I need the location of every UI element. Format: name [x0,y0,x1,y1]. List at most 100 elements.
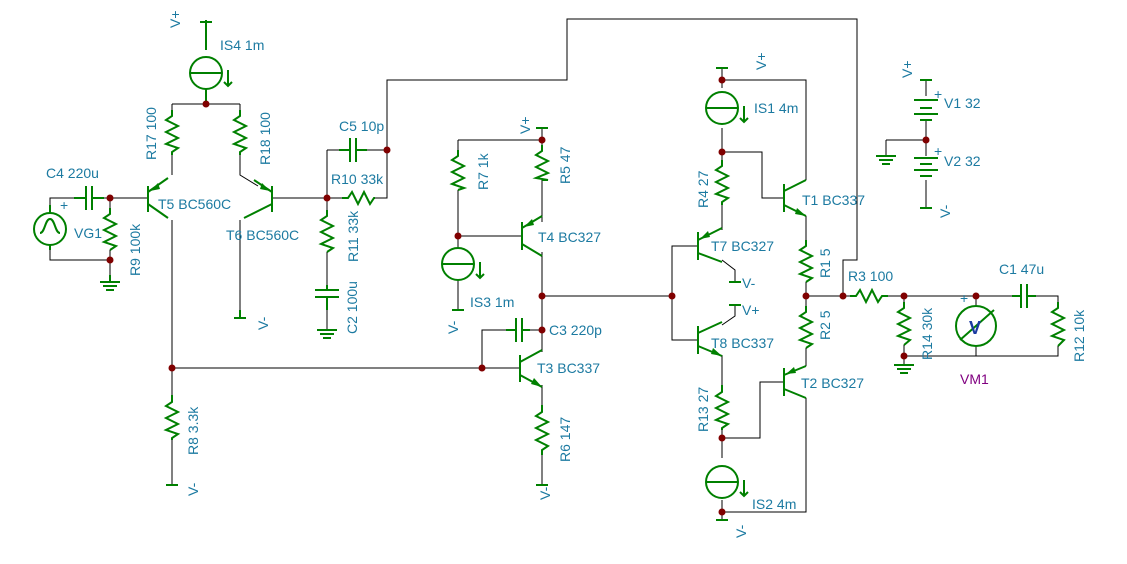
label-r12: R12 10k [1071,309,1087,362]
label-t6: T6 BC560C [226,227,299,243]
voltmeter-symbol: V [969,318,981,338]
label-v2-rail: V- [937,204,953,218]
ground-r14 [894,364,914,374]
label-r7: R7 1k [475,152,491,190]
label-v1: V1 32 [944,95,981,111]
label-v2: V2 32 [944,153,981,169]
label-is4-rail: V+ [167,10,183,28]
resistor-r11 [318,210,336,253]
junctions [106,76,980,516]
resistor-r13 [713,385,731,430]
labels: V+ IS4 1m R17 100 R18 100 C4 220u VG1 + … [46,10,1087,538]
label-c1: C1 47u [999,261,1044,277]
resistor-r4 [713,160,731,205]
battery-v1 [914,79,938,121]
current-source-is3 [441,247,485,311]
voltmeter-vm1: V [955,305,997,347]
resistor-r10 [342,189,375,207]
label-r5-rail: V+ [517,116,533,134]
label-r2: R2 5 [817,310,833,340]
label-t8-rail: V+ [742,302,760,318]
label-is1: IS1 4m [754,100,798,116]
transistor-t2 [783,365,807,399]
resistor-r5 [532,145,551,181]
label-v1-rail: V+ [899,60,915,78]
label-r18: R18 100 [257,112,273,165]
label-c2: C2 100u [344,281,360,334]
capacitor-c3 [506,318,530,342]
resistor-r8 [163,395,181,440]
label-v1-plus: + [934,86,942,102]
label-vm1-plus: + [960,290,968,306]
ground-supply [876,155,896,165]
label-r8-rail: V- [185,482,201,496]
label-is2-rail: V- [733,524,749,538]
resistor-r1 [797,240,815,283]
label-vm1: VM1 [960,371,989,387]
transistor-t8 [697,304,741,357]
resistor-r12 [1049,302,1067,347]
signal-generator-vg1 [33,205,67,250]
transistor-t6 [243,179,273,219]
label-t3: T3 BC337 [537,360,600,376]
label-r1: R1 5 [817,248,833,278]
components: V [33,20,1067,521]
label-is1-rail: V+ [753,52,769,70]
resistor-r6 [533,405,551,455]
label-r4: R4 27 [695,170,711,208]
resistor-r7 [449,150,468,191]
transistor-t5 [147,177,169,219]
label-t7: T7 BC327 [711,238,774,254]
ground-r9 [100,275,120,291]
label-r11: R11 33k [345,210,361,262]
resistor-r9 [101,208,119,251]
label-vg1: VG1 [74,225,102,241]
label-vg1-plus: + [60,197,68,213]
label-r8: R8 3.3k [185,406,201,455]
label-c4: C4 220u [46,165,99,181]
label-r13: R13 27 [695,387,711,432]
label-c5: C5 10p [339,118,384,134]
ground-c2 [317,329,337,339]
current-source-is2 [705,465,749,521]
transistor-t7 [697,227,741,283]
capacitor-c1 [1012,284,1036,308]
label-r6: R6 147 [557,417,573,462]
resistor-r3 [850,287,888,305]
label-r14: R14 30k [919,307,935,360]
transistor-t1 [783,179,807,217]
current-source-is1 [705,67,749,125]
label-r3: R3 100 [848,268,893,284]
capacitor-c2 [315,285,339,310]
label-r10: R10 33k [331,171,384,187]
wires [49,18,1059,520]
resistor-r17 [163,110,181,155]
capacitor-c4 [74,186,104,210]
label-r5: R5 47 [557,146,573,184]
transistor-t3 [519,349,543,388]
label-t1: T1 BC337 [802,192,865,208]
label-is2: IS2 4m [752,496,796,512]
label-t8: T8 BC337 [711,335,774,351]
resistor-r18 [231,110,249,155]
battery-v2 [914,157,938,209]
resistor-r14 [895,302,913,346]
label-t4: T4 BC327 [538,229,601,245]
transistor-t4 [521,215,543,257]
capacitor-c5 [339,138,367,162]
current-source-is4 [189,20,233,104]
label-v2-plus: + [934,143,942,159]
label-is3: IS3 1m [470,294,514,310]
label-t5: T5 BC560C [158,196,231,212]
label-t2: T2 BC327 [801,375,864,391]
label-is3-rail: V- [445,320,461,334]
label-t6-rail: V- [255,316,271,330]
resistor-r2 [797,306,815,349]
label-t7-rail: V- [742,275,756,291]
label-c3: C3 220p [549,322,602,338]
label-r6-rail: V- [537,486,553,500]
label-r17: R17 100 [143,107,159,160]
label-r9: R9 100k [127,223,143,276]
label-is4: IS4 1m [220,37,264,53]
